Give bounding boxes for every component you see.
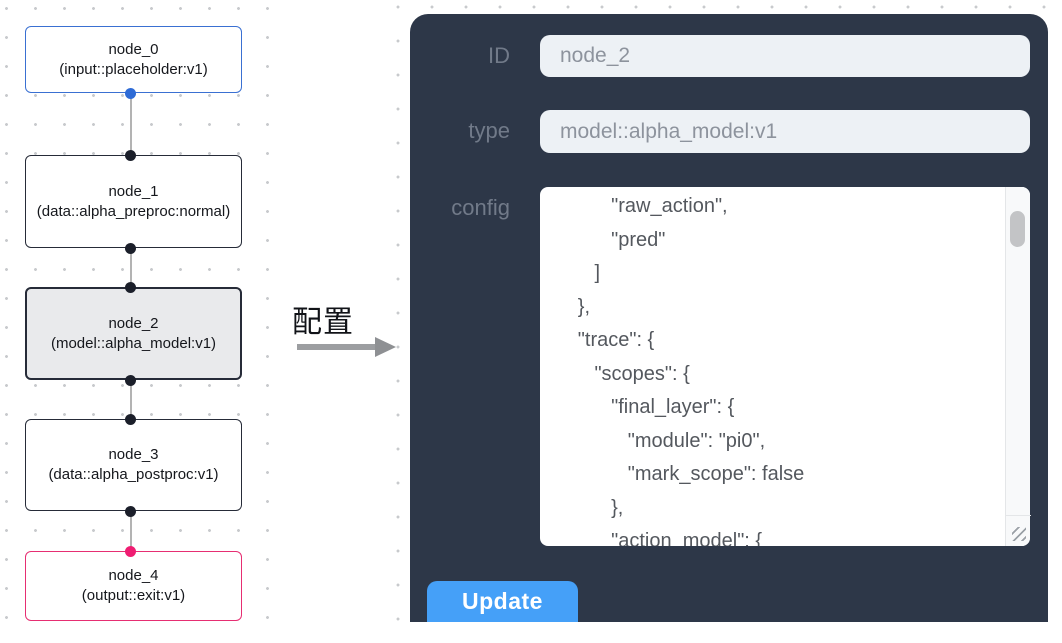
update-button[interactable]: Update bbox=[427, 581, 578, 622]
edge-node1-node2 bbox=[130, 248, 132, 287]
handle-node4-target[interactable] bbox=[125, 545, 136, 557]
node-type-label: (output::exit:v1) bbox=[81, 587, 186, 604]
handle-node3-source[interactable] bbox=[125, 505, 136, 517]
config-field-label: config bbox=[451, 195, 510, 220]
node-id: node_0 bbox=[108, 40, 159, 58]
node-id: node_4 bbox=[108, 567, 159, 584]
handle-node2-target[interactable] bbox=[125, 281, 136, 293]
resize-handle-icon[interactable] bbox=[1012, 527, 1026, 541]
id-field-label: ID bbox=[488, 43, 510, 68]
graph-node-node_4[interactable]: node_4 (output::exit:v1) bbox=[25, 551, 242, 621]
arrow-right-icon bbox=[297, 337, 396, 357]
edge-node2-node3 bbox=[130, 380, 132, 419]
edge-node0-node1 bbox=[130, 93, 132, 155]
handle-node3-target[interactable] bbox=[125, 413, 136, 425]
handle-node1-source[interactable] bbox=[125, 242, 136, 254]
node-id: node_3 bbox=[108, 446, 159, 463]
edge-node3-node4 bbox=[130, 511, 132, 551]
node-config-panel: ID type config "raw_action", "pred" ] },… bbox=[410, 14, 1048, 622]
type-input[interactable] bbox=[540, 110, 1030, 153]
config-textarea[interactable]: "raw_action", "pred" ] }, "trace": { "sc… bbox=[540, 187, 1005, 546]
graph-node-node_1[interactable]: node_1 (data::alpha_preproc:normal) bbox=[25, 155, 242, 248]
node-id: node_2 bbox=[108, 314, 159, 332]
id-input[interactable] bbox=[540, 35, 1030, 77]
node-type-label: (data::alpha_postproc:v1) bbox=[48, 466, 219, 483]
graph-node-node_3[interactable]: node_3 (data::alpha_postproc:v1) bbox=[25, 419, 242, 511]
graph-node-node_0[interactable]: node_0 (input::placeholder:v1) bbox=[25, 26, 242, 93]
handle-node0-source[interactable] bbox=[125, 87, 136, 99]
config-scrollbar-corner bbox=[1006, 515, 1031, 546]
config-scrollbar-thumb[interactable] bbox=[1010, 211, 1025, 247]
node-type-label: (input::placeholder:v1) bbox=[59, 60, 208, 78]
node-type-label: (data::alpha_preproc:normal) bbox=[36, 202, 231, 220]
handle-node1-target[interactable] bbox=[125, 149, 136, 161]
config-annotation-label: 配置 bbox=[292, 306, 354, 339]
handle-node2-source[interactable] bbox=[125, 374, 136, 386]
node-id: node_1 bbox=[108, 182, 159, 200]
config-scrollbar-track[interactable] bbox=[1005, 187, 1031, 546]
config-editor: "raw_action", "pred" ] }, "trace": { "sc… bbox=[540, 187, 1031, 546]
node-type-label: (model::alpha_model:v1) bbox=[50, 334, 217, 352]
graph-node-node_2-selected[interactable]: node_2 (model::alpha_model:v1) bbox=[25, 287, 242, 380]
type-field-label: type bbox=[468, 118, 510, 143]
